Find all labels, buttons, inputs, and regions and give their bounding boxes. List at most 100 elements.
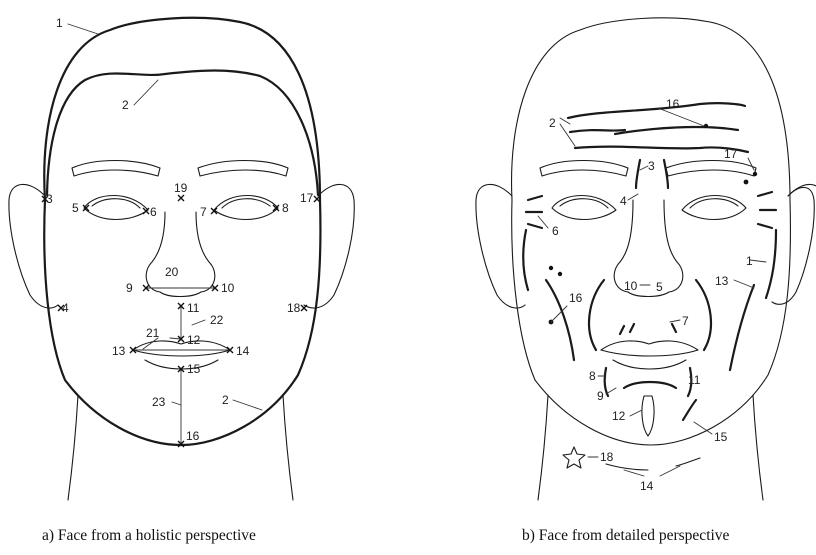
- right-mole-1: [549, 266, 553, 270]
- right-leader-2-b: [560, 124, 575, 146]
- right-leader-13: [734, 280, 754, 288]
- right-label-15: 15: [714, 430, 728, 444]
- left-label-13: 13: [112, 344, 126, 358]
- left-head-outline: [44, 18, 320, 445]
- right-nasolabial-fold-left: [589, 280, 604, 350]
- left-nose: [146, 212, 215, 297]
- right-leader-4: [628, 194, 638, 200]
- right-neck-right: [753, 395, 763, 500]
- right-mole-2: [558, 272, 562, 276]
- left-leader-2b: [233, 400, 262, 410]
- right-neck-wrinkles: [606, 458, 700, 470]
- right-crows-feet-right: [758, 192, 776, 228]
- right-label-1: 1: [746, 254, 753, 268]
- right-forehead-wrinkle-3: [575, 147, 748, 152]
- left-neck-right: [283, 395, 293, 500]
- right-label-14: 14: [640, 479, 654, 493]
- left-label-6: 6: [150, 205, 157, 219]
- right-label-12: 12: [612, 409, 626, 423]
- right-label-18: 18: [600, 450, 614, 464]
- left-label-14: 14: [236, 344, 250, 358]
- left-label-7: 7: [200, 205, 207, 219]
- left-eyebrow-left: [72, 161, 160, 177]
- right-leader-16-top: [658, 108, 704, 126]
- left-label-22: 22: [210, 313, 224, 327]
- left-leader-22: [192, 320, 205, 325]
- left-label-11: 11: [187, 301, 200, 315]
- right-leader-9: [606, 388, 616, 394]
- right-mole-4: [704, 124, 708, 128]
- right-mole-6: [753, 172, 757, 176]
- right-label-6: 6: [552, 224, 559, 238]
- right-side-line-right: [766, 230, 776, 298]
- right-neck-left: [538, 395, 548, 500]
- left-label-17: 17: [300, 191, 314, 205]
- left-label-23: 23: [152, 395, 166, 409]
- right-ear-right-lower: [772, 187, 814, 304]
- right-cheek-line-right: [730, 285, 754, 370]
- right-mouth: [601, 341, 698, 369]
- right-crows-feet-left: [526, 196, 542, 228]
- right-leader-14-a: [624, 470, 644, 476]
- left-label-16: 16: [186, 429, 200, 443]
- left-neck-left: [68, 395, 78, 500]
- left-leader-2a: [134, 80, 158, 105]
- right-eye-right: [682, 196, 746, 220]
- right-eye-left: [552, 196, 616, 220]
- right-ear-left: [476, 184, 525, 308]
- left-label-8: 8: [282, 201, 289, 215]
- right-label-4: 4: [620, 194, 627, 208]
- right-label-16-cheek: 16: [569, 291, 583, 305]
- right-chin-wrinkle: [624, 382, 676, 388]
- right-label-8: 8: [589, 369, 596, 383]
- right-leader-14-b: [660, 466, 680, 476]
- right-label-16-forehead: 16: [666, 97, 680, 111]
- left-label-2-hairline: 2: [122, 98, 129, 112]
- left-label-4: 4: [62, 301, 69, 315]
- right-mole-5: [744, 180, 749, 185]
- right-label-3: 3: [648, 159, 655, 173]
- caption-right: b) Face from detailed perspective: [522, 527, 730, 544]
- right-leader-17: [748, 158, 754, 170]
- left-label-5: 5: [72, 201, 79, 215]
- left-leader-23: [172, 402, 181, 405]
- left-label-2-jaw: 2: [222, 393, 229, 407]
- caption-left: a) Face from a holistic perspective: [42, 527, 256, 544]
- right-leader-12: [630, 410, 642, 416]
- right-label-10: 10: [624, 279, 638, 293]
- right-star-mark: [563, 447, 585, 468]
- left-leader-1: [68, 24, 98, 34]
- right-eyebrow-left: [540, 161, 628, 177]
- left-label-10: 10: [221, 281, 235, 295]
- right-upper-lip-lines: [620, 324, 676, 334]
- right-label-5: 5: [656, 280, 663, 294]
- left-label-1: 1: [56, 16, 63, 30]
- right-forehead-wrinkle-1: [568, 103, 745, 118]
- left-eyebrow-right: [198, 161, 288, 177]
- right-nasolabial-fold-right: [696, 280, 711, 350]
- left-label-19: 19: [174, 181, 188, 195]
- left-eye-left: [84, 196, 148, 220]
- right-eyebrow-right: [666, 161, 756, 177]
- right-label-17: 17: [724, 147, 738, 161]
- right-scar: [683, 400, 696, 420]
- right-forehead-wrinkle-2: [570, 127, 738, 134]
- left-label-12: 12: [187, 333, 201, 347]
- left-label-15: 15: [187, 362, 201, 376]
- left-label-3: 3: [46, 192, 53, 206]
- right-labels: 1 2 3 4 5 6 7 8 9 10 11 12 13 14 15 16 1…: [549, 97, 753, 493]
- left-hairline: [47, 71, 318, 196]
- right-label-11: 11: [688, 373, 701, 387]
- left-face-drawing: [9, 18, 354, 500]
- left-label-9: 9: [126, 281, 133, 295]
- left-eye-right: [214, 196, 278, 220]
- right-label-2: 2: [549, 116, 556, 130]
- left-label-18: 18: [287, 301, 301, 315]
- left-label-20: 20: [165, 265, 179, 279]
- left-label-21: 21: [146, 326, 160, 340]
- right-label-7: 7: [682, 314, 689, 328]
- right-leader-3: [640, 166, 648, 170]
- right-chin-dimple: [642, 396, 654, 436]
- right-face-drawing: [476, 18, 816, 500]
